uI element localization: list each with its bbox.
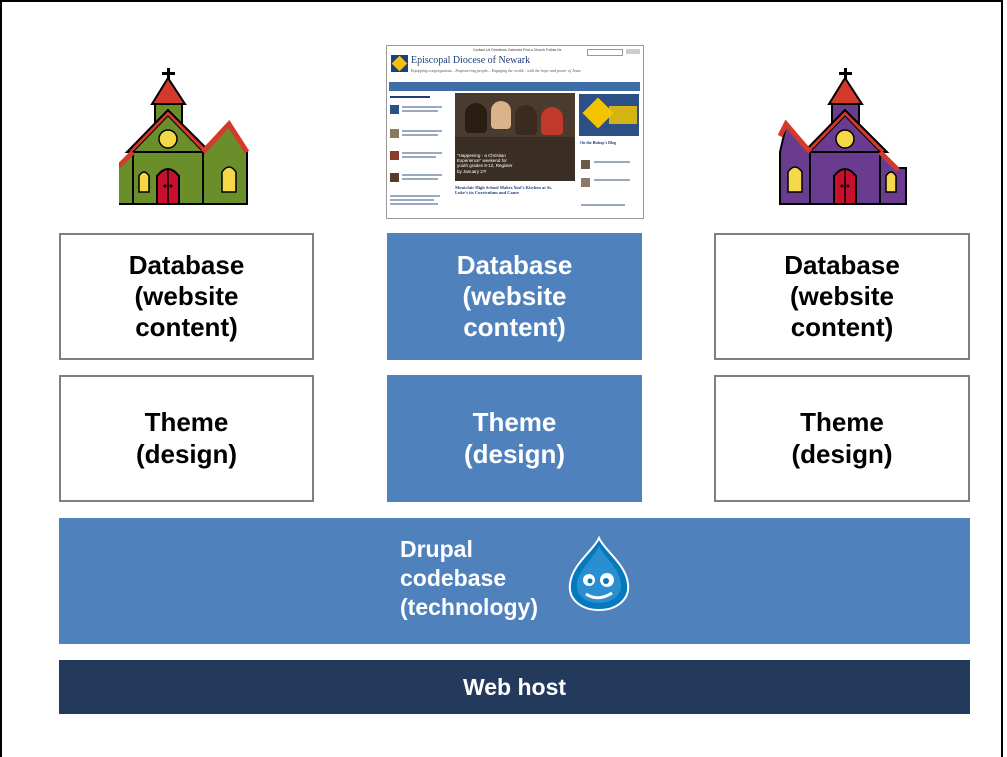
church-icon-left (119, 68, 249, 205)
site-events-column (390, 93, 452, 215)
convention-banner (579, 94, 639, 136)
site-title: Episcopal Diocese of Newark (411, 55, 531, 66)
site-subtitle: Equipping congregations... Empowering pe… (411, 68, 581, 73)
web-host-layer: Web host (59, 660, 970, 714)
database-box-right: Database (website content) (714, 233, 970, 360)
church-icon-right (778, 68, 907, 205)
drupal-drop-icon (568, 536, 630, 612)
site-nav-bar (389, 82, 640, 91)
drupal-codebase-label: Drupal codebase (technology) (400, 536, 538, 620)
site-search-button (626, 49, 640, 54)
site-search-input (587, 49, 623, 56)
database-box-left: Database (website content) (59, 233, 314, 360)
site-top-links: Contact Us Directions Calendar Find a Ch… (473, 48, 562, 52)
theme-box-left: Theme (design) (59, 375, 314, 502)
database-box-center: Database (website content) (387, 233, 642, 360)
site-feature-photo (455, 93, 575, 181)
diocese-logo-icon (391, 55, 408, 72)
theme-box-right: Theme (design) (714, 375, 970, 502)
site-photo-caption: "Happening - a Christian Experience" wee… (457, 153, 513, 174)
site-blog-heading: On the Bishop's Blog (580, 140, 616, 145)
theme-box-center: Theme (design) (387, 375, 642, 502)
website-screenshot: Contact Us Directions Calendar Find a Ch… (386, 45, 644, 219)
site-headline: Montclair High School Makes Yosl's Kitch… (455, 185, 553, 196)
drupal-codebase-layer (59, 518, 970, 644)
